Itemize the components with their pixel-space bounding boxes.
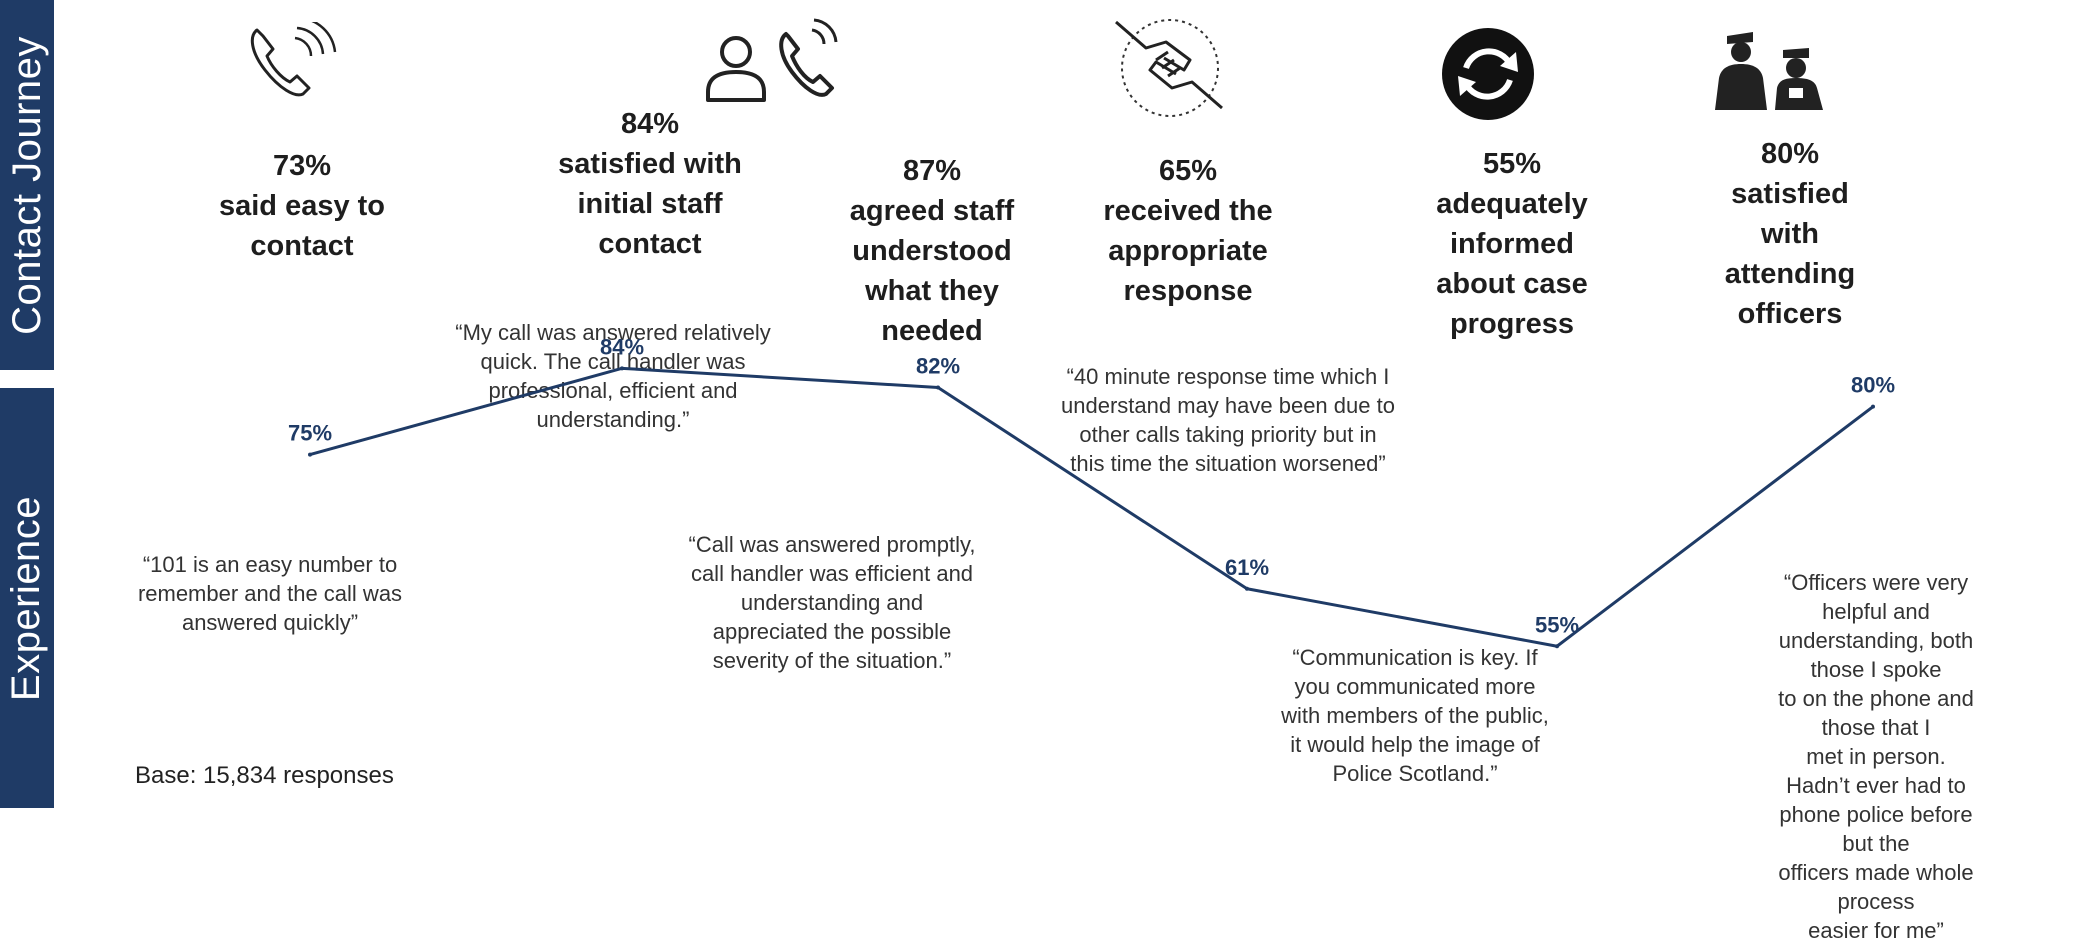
stage-pct: 73% [272, 150, 332, 182]
stage-stat-6: 80% satisfied with attending officers [1725, 134, 1856, 334]
stage-label: adequately informed about case progress [1436, 188, 1588, 340]
stage-pct: 80% [1760, 138, 1820, 170]
data-label-2: 84% [600, 334, 644, 359]
stage-label: agreed staff understood what they needed [849, 195, 1015, 347]
stage-stat-5: 55% adequately informed about case progr… [1436, 144, 1588, 344]
experience-band: Experience [0, 388, 54, 808]
data-label-6: 80% [1851, 373, 1895, 398]
stage-pct: 84% [620, 108, 680, 140]
stage-label: satisfied with attending officers [1724, 178, 1856, 330]
contact-journey-band: Contact Journey [0, 0, 54, 370]
stage-pct: 65% [1158, 155, 1218, 187]
data-label-3: 82% [916, 354, 960, 379]
data-point-4 [1245, 586, 1249, 591]
experience-series-line [309, 366, 1874, 648]
handshake-icon [1115, 19, 1223, 117]
person-phone-icon [706, 18, 838, 102]
quote-4: “40 minute response time which I underst… [1061, 364, 1395, 476]
stage-label: received the appropriate response [1103, 195, 1273, 307]
stage-stat-4: 65% received the appropriate response [1103, 151, 1272, 311]
quote-3: “Call was answered promptly, call handle… [688, 532, 976, 673]
police-officers-icon [1715, 32, 1823, 110]
experience-line-chart: 75% 84% 82% 61% 55% 80% [288, 334, 1895, 649]
data-point-1 [308, 452, 312, 457]
stage-pct: 87% [902, 155, 962, 187]
data-point-3 [936, 385, 940, 390]
data-point-2 [620, 366, 624, 371]
stage-stat-1: 73% said easy to contact [219, 146, 385, 266]
data-point-5 [1555, 644, 1559, 649]
stage-label: satisfied with initial staff contact [558, 148, 742, 260]
stage-stat-3: 87% agreed staff understood what they ne… [850, 151, 1014, 351]
phone-icon [250, 22, 337, 97]
data-label-5: 55% [1535, 612, 1579, 637]
data-label-4: 61% [1225, 555, 1269, 580]
data-point-6 [1871, 404, 1875, 409]
stage-stat-2: 84% satisfied with initial staff contact [558, 104, 742, 264]
refresh-icon [1442, 28, 1534, 120]
stage-label: said easy to contact [218, 190, 386, 262]
base-note: Base: 15,834 responses [135, 762, 394, 789]
quote-5: “Communication is key. If you communicat… [1281, 645, 1549, 786]
stage-pct: 55% [1482, 148, 1542, 180]
quote-2: “My call was answered relatively quick. … [455, 320, 771, 432]
quote-1: “101 is an easy number to remember and t… [137, 552, 403, 635]
data-label-1: 75% [288, 421, 332, 446]
